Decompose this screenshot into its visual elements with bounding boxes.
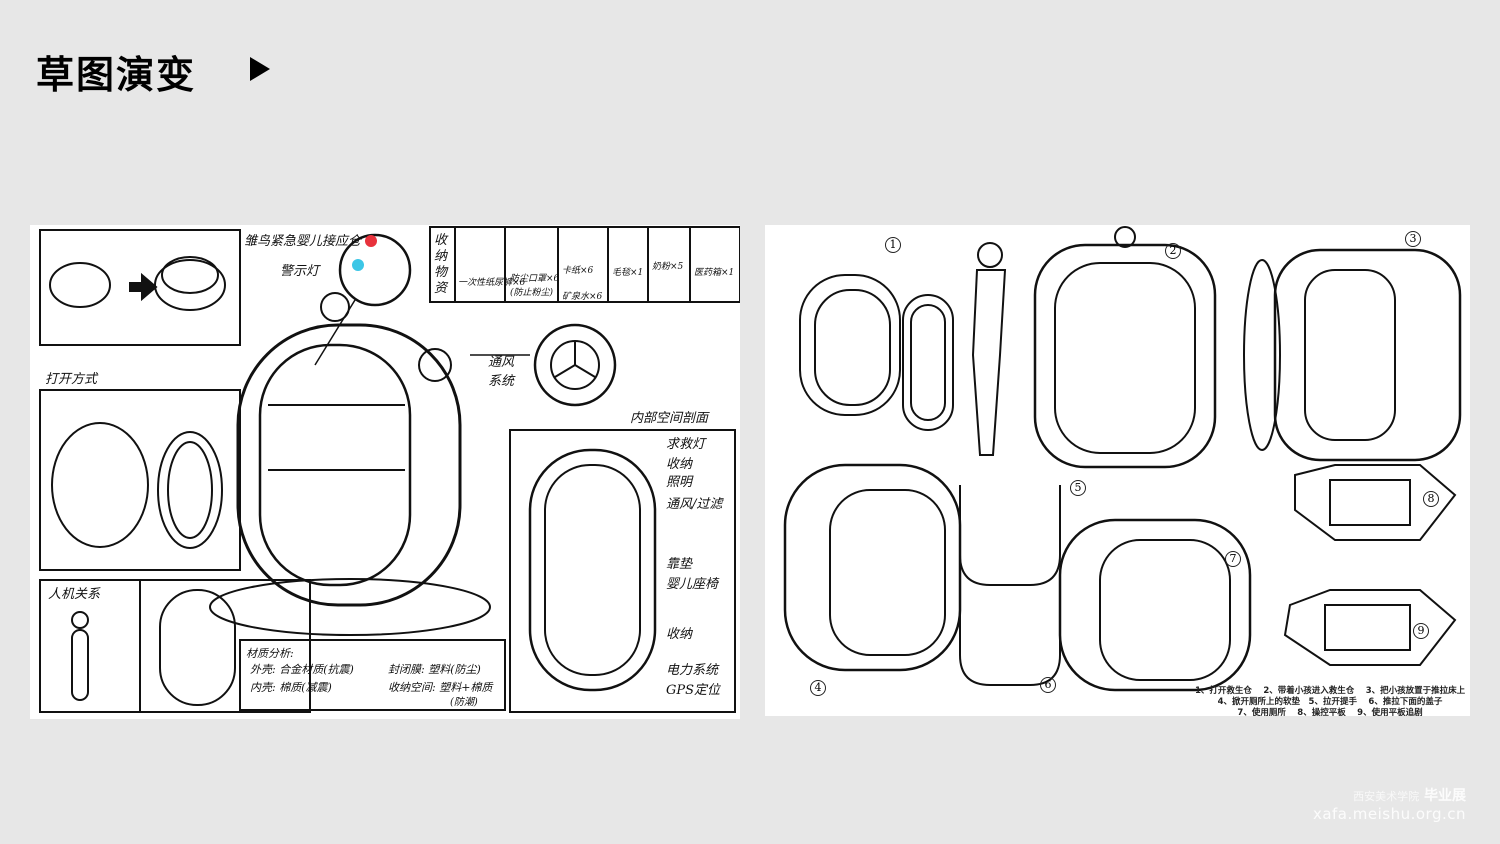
materials-line: 收纳空间: 塑料+棉质 xyxy=(388,681,493,694)
play-triangle-icon xyxy=(250,57,270,81)
step-caption: 7、使用厕所 8、操控平板 9、使用平板追剧 xyxy=(1237,708,1423,716)
step-number: 6 xyxy=(1040,677,1056,693)
step-number: 7 xyxy=(1225,551,1241,567)
opening-frame xyxy=(39,229,241,346)
concept-sketch-drawing xyxy=(39,226,740,713)
section-label: 收纳 xyxy=(666,627,693,642)
supply-item: 防尘口罩×6 xyxy=(510,274,560,284)
step-number: 2 xyxy=(1165,243,1181,259)
supply-item: 一次性纸尿裤×6 xyxy=(458,278,526,288)
section-label: 通风/过滤 xyxy=(666,497,723,512)
supply-item: (防止粉尘) xyxy=(510,288,554,298)
sketch-board-usage-steps: 1 2 3 4 5 6 7 8 9 1、打开救生仓 2、带着小孩进入救生仓 3、… xyxy=(765,225,1470,716)
supplies-heading: 收纳物资 xyxy=(434,233,448,296)
ergonomics-label: 人机关系 xyxy=(48,587,101,602)
opening-method-label: 打开方式 xyxy=(45,372,98,387)
section-label: 收纳 xyxy=(666,457,693,472)
section-heading: 内部空间剖面 xyxy=(630,411,709,426)
usage-steps-drawing xyxy=(783,226,1462,692)
section-label: 电力系统 xyxy=(666,663,719,678)
watermark-url: xafa.meishu.org.cn xyxy=(1312,805,1466,823)
section-label: 照明 xyxy=(666,475,693,490)
section-label: 靠垫 xyxy=(666,557,693,572)
product-label: 雏鸟紧急婴儿接应仓 xyxy=(244,234,362,249)
step-number: 4 xyxy=(810,680,826,696)
supply-item: 卡纸×6 xyxy=(562,266,594,276)
step-caption: 1、打开救生仓 2、带着小孩进入救生仓 3、把小孩放置于推拉床上 xyxy=(1195,686,1466,696)
materials-line: (防潮) xyxy=(450,697,478,708)
warning-light-label: 警示灯 xyxy=(280,264,320,279)
sketch-board-concept: 雏鸟紧急婴儿接应仓 警示灯 收纳物资 一次性纸尿裤×6 防尘口罩×6 (防止粉尘… xyxy=(30,225,740,719)
red-indicator-light xyxy=(365,235,377,247)
watermark-label: 毕业展 xyxy=(1424,788,1466,804)
materials-line: 封闭膜: 塑料(防尘) xyxy=(388,663,481,676)
step-number: 3 xyxy=(1405,231,1421,247)
watermark: 西安美术学院 毕业展 xafa.meishu.org.cn xyxy=(1313,785,1466,823)
step-number: 9 xyxy=(1413,623,1429,639)
materials-line: 外壳: 合金材质(抗震) xyxy=(250,663,354,676)
blue-indicator-light xyxy=(352,259,364,271)
section-label: GPS定位 xyxy=(666,683,721,698)
section-label: 婴儿座椅 xyxy=(666,577,719,592)
slide-title: 草图演变 xyxy=(36,53,197,97)
watermark-school: 西安美术学院 xyxy=(1353,790,1420,803)
step-number: 1 xyxy=(885,237,901,253)
supply-item: 毛毯×1 xyxy=(612,268,644,278)
step-number: 8 xyxy=(1423,491,1439,507)
section-label: 求救灯 xyxy=(666,437,706,452)
materials-heading: 材质分析: xyxy=(246,647,294,660)
ventilation-label: 通风系统 xyxy=(488,355,515,389)
materials-line: 内壳: 棉质(减震) xyxy=(250,681,332,694)
supply-item: 奶粉×5 xyxy=(652,262,684,272)
step-caption: 4、掀开厕所上的软垫 5、拉开提手 6、推拉下面的盖子 xyxy=(1217,697,1443,707)
supply-item: 矿泉水×6 xyxy=(562,292,603,302)
supply-item: 医药箱×1 xyxy=(694,268,735,278)
step-number: 5 xyxy=(1070,480,1086,496)
